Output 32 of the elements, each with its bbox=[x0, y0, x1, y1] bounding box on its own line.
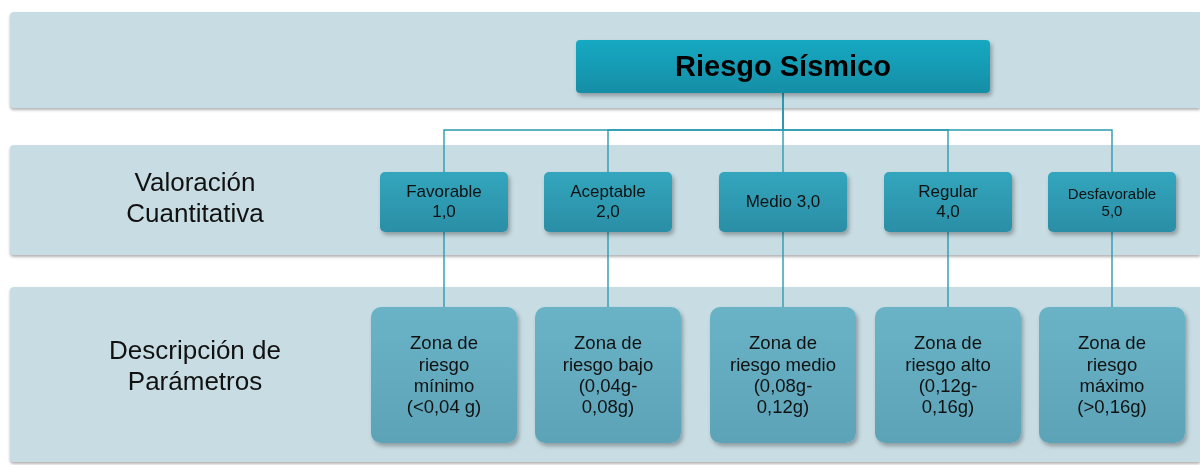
description-box bbox=[535, 307, 681, 443]
box-label: Desfavorable 5,0 bbox=[1066, 184, 1158, 220]
box-label: Zona de riesgo bajo (0,04g-0,08g) bbox=[561, 332, 655, 418]
description-box bbox=[1039, 307, 1185, 443]
box-label: Zona de riesgo máximo (>0,16g) bbox=[1076, 332, 1148, 418]
box-label: Zona de riesgo medio (0,08g-0,12g) bbox=[729, 332, 837, 418]
box-label: Medio 3,0 bbox=[744, 192, 822, 212]
rating-box bbox=[1048, 172, 1176, 232]
row-heading: Descripción de Parámetros bbox=[108, 335, 282, 398]
band-panel bbox=[10, 12, 1200, 108]
description-box bbox=[875, 307, 1021, 443]
rating-box bbox=[380, 172, 508, 232]
description-box bbox=[710, 307, 856, 443]
box-label: Aceptable 2,0 bbox=[569, 182, 647, 222]
band-panel bbox=[10, 287, 1200, 462]
box-label: Favorable 1,0 bbox=[405, 182, 483, 222]
box-label: Riesgo Sísmico bbox=[675, 49, 891, 84]
connector-line bbox=[607, 231, 609, 308]
band-panel bbox=[10, 145, 1200, 255]
connector-line bbox=[1111, 231, 1113, 308]
connector-line bbox=[782, 231, 784, 308]
row-heading: Valoración Cuantitativa bbox=[125, 167, 265, 230]
description-box bbox=[371, 307, 517, 443]
box-label: Regular 4,0 bbox=[917, 182, 979, 222]
connector-line bbox=[947, 231, 949, 308]
connector-line bbox=[443, 231, 445, 308]
rating-box bbox=[719, 172, 847, 232]
title-box bbox=[576, 40, 990, 93]
box-label: Zona de riesgo mínimo (<0,04 g) bbox=[405, 332, 483, 418]
rating-box bbox=[884, 172, 1012, 232]
rating-box bbox=[544, 172, 672, 232]
box-label: Zona de riesgo alto (0,12g-0,16g) bbox=[904, 332, 992, 418]
